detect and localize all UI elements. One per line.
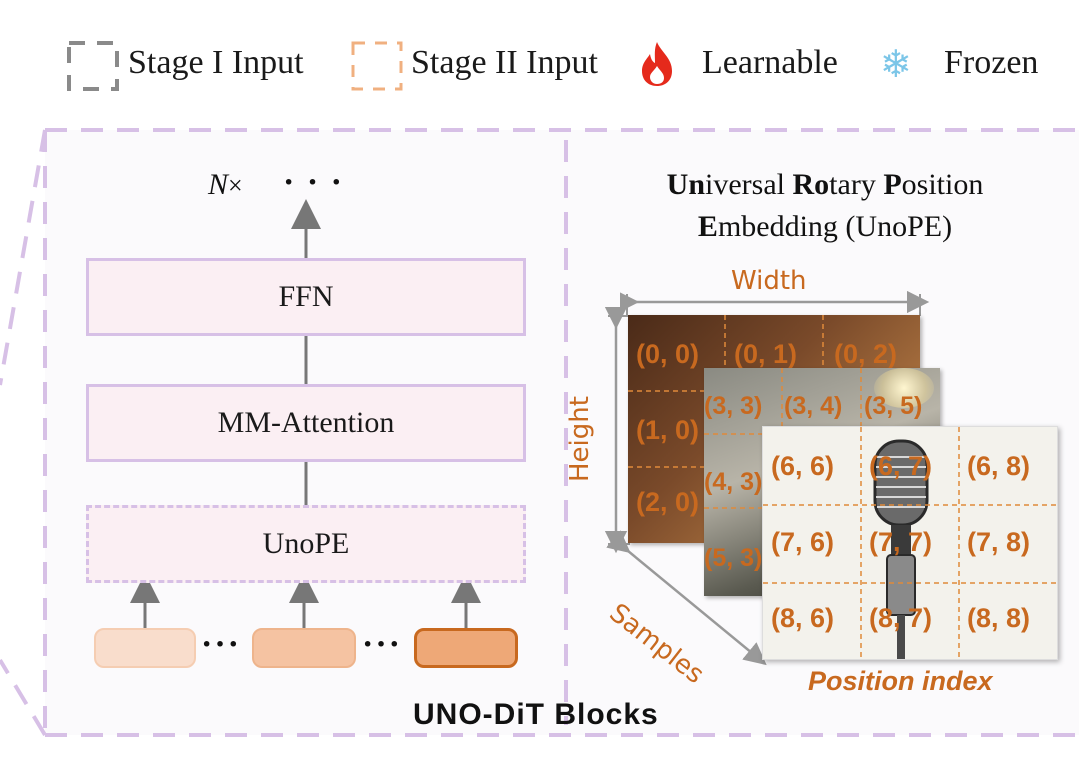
repeat-times-symbol: × <box>228 171 243 200</box>
unope-title-line2: Embedding (UnoPE) <box>697 210 953 243</box>
unope-label: UnoPE <box>262 527 350 560</box>
stage2-legend-label: Stage II Input <box>411 44 598 81</box>
mid-cell-1-0: (4, 3) <box>704 468 763 496</box>
front-cell-0-0: (6, 6) <box>771 451 835 481</box>
repeat-n-label: N× <box>208 168 243 202</box>
sample-image-front: (6, 6) (6, 7) (6, 8) (7, 6) (7, 7) (7, 8… <box>762 426 1058 660</box>
input-token-1 <box>94 628 196 668</box>
back-cell-2-0: (2, 0) <box>636 487 700 517</box>
front-cell-2-1: (8, 7) <box>869 603 933 633</box>
stage2-legend-swatch <box>351 41 403 91</box>
block-arrows <box>130 199 481 628</box>
axis-arrows <box>604 306 767 666</box>
mid-cell-0-1: (3, 4) <box>784 392 843 420</box>
width-arrow <box>620 290 930 316</box>
mid-cell-0-0: (3, 3) <box>704 392 763 420</box>
width-label: Width <box>731 266 807 296</box>
stage1-legend-swatch <box>67 41 119 91</box>
frozen-legend-label: Frozen <box>944 44 1039 81</box>
height-label: Height <box>565 396 595 482</box>
token-dots-2: ··· <box>362 626 403 663</box>
repeat-n-symbol: N <box>208 168 229 201</box>
snowflake-icon: ❄ <box>880 42 912 86</box>
unope-layer[interactable]: UnoPE <box>86 505 526 583</box>
position-index-label: Position index <box>808 666 993 696</box>
unope-title-line1: Universal Rotary Position <box>666 168 984 201</box>
stage1-legend-label: Stage I Input <box>128 44 304 81</box>
front-cell-0-2: (6, 8) <box>967 451 1031 481</box>
front-cell-1-2: (7, 8) <box>967 527 1031 557</box>
input-token-3 <box>414 628 518 668</box>
token-dots-1: ··· <box>201 626 242 663</box>
uno-dit-blocks-label: UNO-DiT Blocks <box>413 698 659 731</box>
mid-cell-2-0: (5, 3) <box>704 544 763 572</box>
front-cell-1-0: (7, 6) <box>771 527 835 557</box>
front-grid <box>763 427 1057 659</box>
back-cell-1-0: (1, 0) <box>636 415 700 445</box>
mm-attention-label: MM-Attention <box>217 406 395 439</box>
mm-attention-layer[interactable]: MM-Attention <box>86 384 526 462</box>
front-cell-1-1: (7, 7) <box>869 527 933 557</box>
learnable-legend-label: Learnable <box>702 44 838 81</box>
back-cell-0-1: (0, 1) <box>734 339 798 369</box>
flame-icon <box>642 42 672 86</box>
front-cell-2-0: (8, 6) <box>771 603 835 633</box>
ffn-layer[interactable]: FFN <box>86 258 526 336</box>
input-token-2 <box>252 628 356 668</box>
light-flare <box>874 368 934 408</box>
repeat-dots: · · · <box>283 164 345 201</box>
microphone-icon <box>873 439 929 659</box>
back-cell-0-2: (0, 2) <box>834 339 898 369</box>
ffn-label: FFN <box>278 280 334 313</box>
back-cell-0-0: (0, 0) <box>636 339 700 369</box>
mid-cell-0-2: (3, 5) <box>864 392 923 420</box>
front-cell-2-2: (8, 8) <box>967 603 1031 633</box>
front-cell-0-1: (6, 7) <box>869 451 933 481</box>
